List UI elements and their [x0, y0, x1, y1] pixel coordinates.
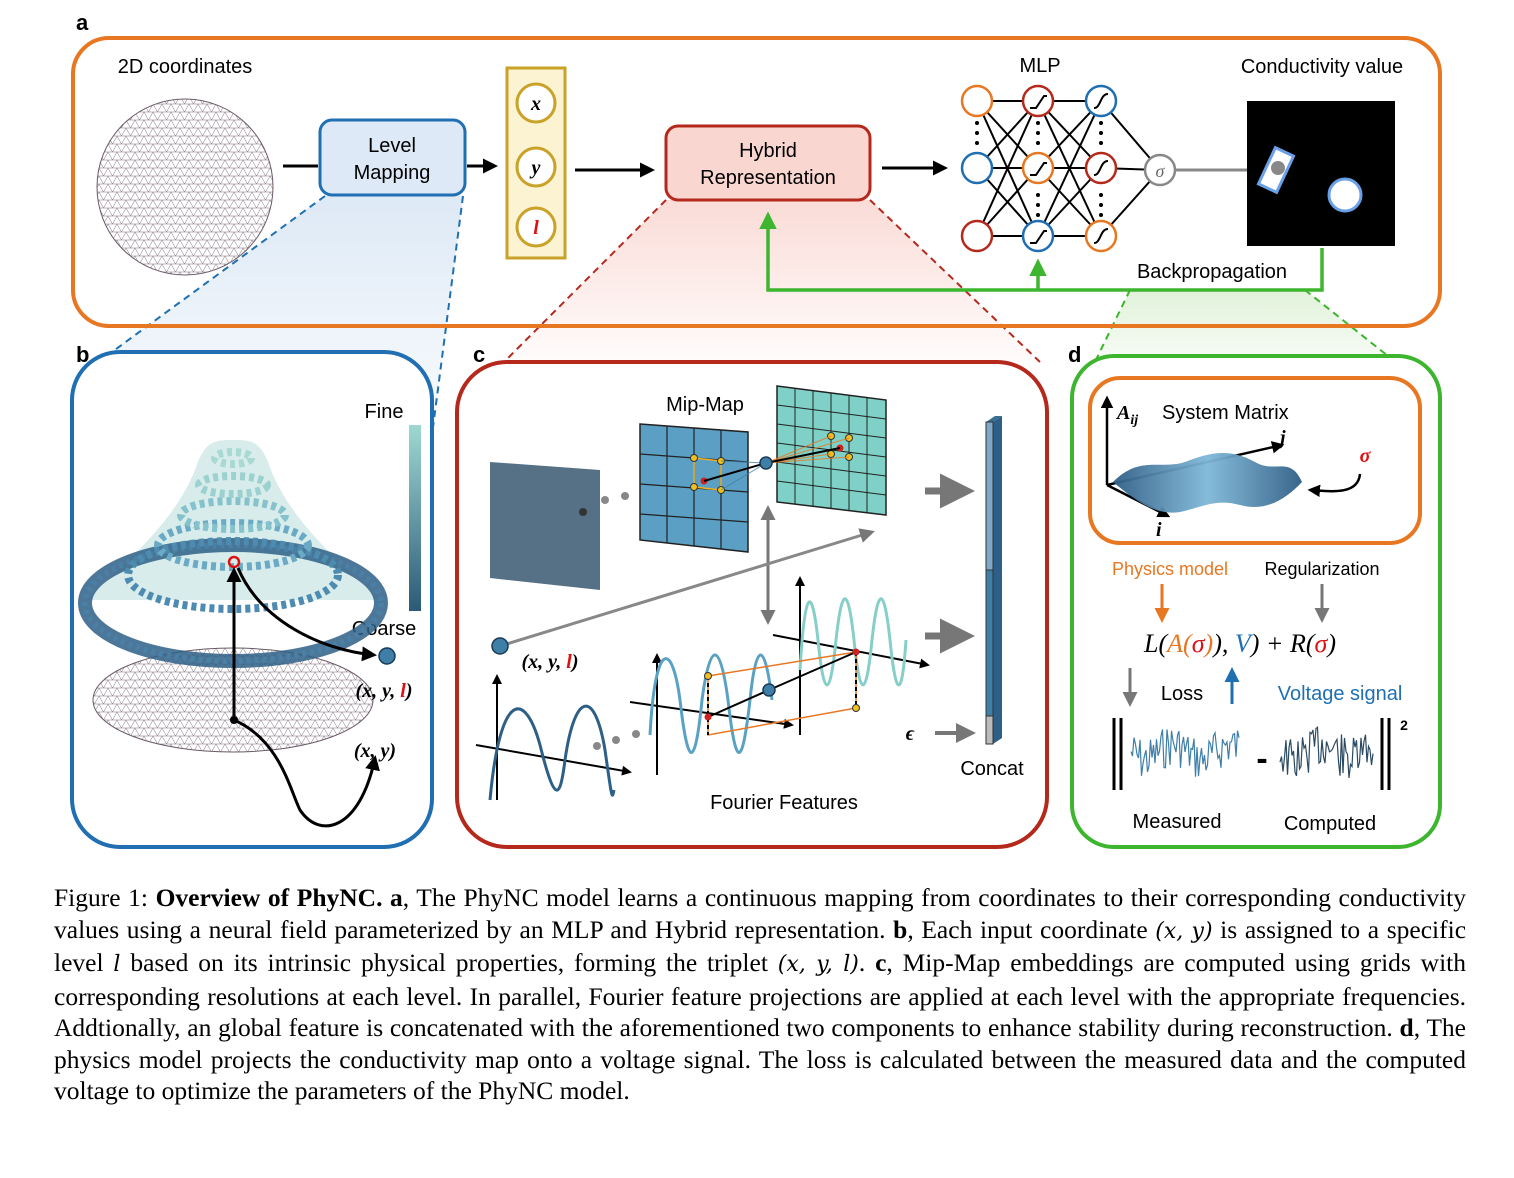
hybrid-representation-box — [664, 124, 872, 202]
sample-rays-fine — [765, 435, 850, 464]
panel-d-label: d — [1068, 342, 1081, 367]
level-mapping-line1: Level — [368, 135, 416, 157]
triplet-y: y — [530, 157, 541, 179]
global-feature-arrow — [499, 528, 875, 648]
caption-b-label: b — [893, 914, 908, 944]
axis-i: i — [1156, 519, 1162, 541]
measured-signal — [1130, 729, 1240, 777]
query-point — [759, 456, 773, 470]
backprop-label: Backpropagation — [1137, 261, 1287, 283]
panel-a-label: a — [76, 10, 89, 35]
triplet-y-node — [515, 146, 557, 188]
panel-c-frame — [455, 360, 1049, 849]
triplet-l: l — [533, 217, 539, 239]
caption-b-math-1: (x, y) — [1155, 918, 1213, 944]
caption-a-text: , The PhyNC model learns a continuous ma… — [54, 883, 1466, 944]
loss-label: Loss — [1161, 683, 1203, 705]
mesh-disk — [96, 98, 274, 276]
computed-label: Computed — [1284, 813, 1376, 835]
squared-exponent: 2 — [1400, 717, 1408, 733]
panel-b-label: b — [76, 342, 89, 367]
panel-a-frame — [71, 36, 1442, 328]
hybrid-line2: Representation — [700, 167, 836, 189]
mlp-nodes — [960, 84, 1177, 253]
conductivity-title: Conductivity value — [1241, 56, 1403, 78]
minus-sign: - — [1256, 740, 1267, 778]
figure-diagram: a 2D coordinates Level Mapping x y l Hyb… — [70, 10, 1442, 849]
mlp-network — [976, 100, 1161, 237]
caption-title: Overview of PhyNC. — [155, 883, 383, 912]
caption-b-text-2: is assigned to a specific level — [54, 914, 1467, 978]
triplet-l-node — [515, 206, 557, 248]
hybrid-line1: Hybrid — [739, 140, 797, 162]
arrow-coord-curve — [233, 718, 380, 828]
triplet-x: x — [530, 93, 541, 115]
level-colorbar — [409, 425, 421, 611]
mip-level-coarse — [490, 462, 600, 590]
mip-level-mid — [639, 423, 749, 553]
b-xyl-label: (x, y, l) — [355, 680, 412, 702]
caption-b-text-1: , Each input coordinate — [907, 914, 1156, 944]
caption-d-label: d — [1399, 1013, 1414, 1042]
panel-c-label: c — [473, 342, 485, 367]
caption-b-math-3: (x, y, l) — [777, 952, 859, 977]
caption-fig-label: Figure 1: — [54, 883, 148, 912]
concat-vector — [985, 416, 1002, 745]
physics-model-label: Physics model — [1112, 559, 1228, 579]
measured-label: Measured — [1133, 811, 1222, 833]
fourier-plot-3 — [772, 576, 930, 735]
inclusion-marker — [1271, 161, 1285, 175]
epsilon-label: ϵ — [906, 723, 915, 745]
computed-signal — [1279, 726, 1374, 778]
axis-j: j — [1277, 427, 1286, 449]
caption-c-label: c — [875, 948, 887, 977]
level-mapping-line2: Mapping — [354, 162, 431, 184]
mipmap-title: Mip-Map — [666, 394, 744, 416]
mlp-title: MLP — [1019, 55, 1060, 77]
caption-b-text-3: based on its intrinsic physical properti… — [120, 948, 778, 977]
sigma-arrow — [1307, 473, 1362, 498]
matrix-surface — [1113, 452, 1302, 513]
voltage-signal-label: Voltage signal — [1278, 683, 1403, 705]
coords-title: 2D coordinates — [118, 56, 253, 78]
b-xy-label: (x, y) — [354, 740, 396, 762]
zoom-wedge-d — [1092, 290, 1388, 368]
triplet-x-node — [515, 82, 557, 124]
loss-equation: L(A(σ)), V) + R(σ) — [1143, 629, 1336, 658]
fine-label: Fine — [365, 401, 404, 423]
fourier-title: Fourier Features — [710, 792, 858, 814]
regularization-label: Regularization — [1264, 559, 1379, 579]
figure-caption: Figure 1: Overview of PhyNC. a, The PhyN… — [54, 882, 1466, 1107]
caption-d-text: , The physics model projects the conduct… — [54, 1013, 1466, 1105]
fourier-query-point — [762, 683, 776, 697]
d-sigma-label: σ — [1360, 445, 1372, 467]
aij-label: Aij — [1115, 402, 1138, 428]
c-xyl-label: (x, y, l) — [521, 651, 578, 673]
arrow-to-coarse-node — [236, 567, 377, 662]
inclusion-circle — [1327, 177, 1363, 213]
input-point — [491, 637, 509, 655]
level-mapping-box — [318, 118, 467, 197]
fourier-plot-2 — [629, 653, 794, 775]
system-matrix-title: System Matrix — [1162, 402, 1289, 424]
fourier-plot-1 — [475, 674, 632, 801]
sigma-node-label: σ — [1156, 161, 1166, 181]
output-node — [378, 647, 396, 665]
caption-c-text: , Mip-Map embeddings are computed using … — [54, 948, 1467, 1042]
caption-b-math-2: l — [113, 952, 121, 977]
zoom-wedge-c — [504, 200, 1040, 362]
backprop-path — [759, 211, 1324, 292]
concat-label: Concat — [960, 758, 1024, 780]
caption-b-text-4: . — [858, 948, 876, 977]
caption-a-label: a — [390, 883, 403, 912]
